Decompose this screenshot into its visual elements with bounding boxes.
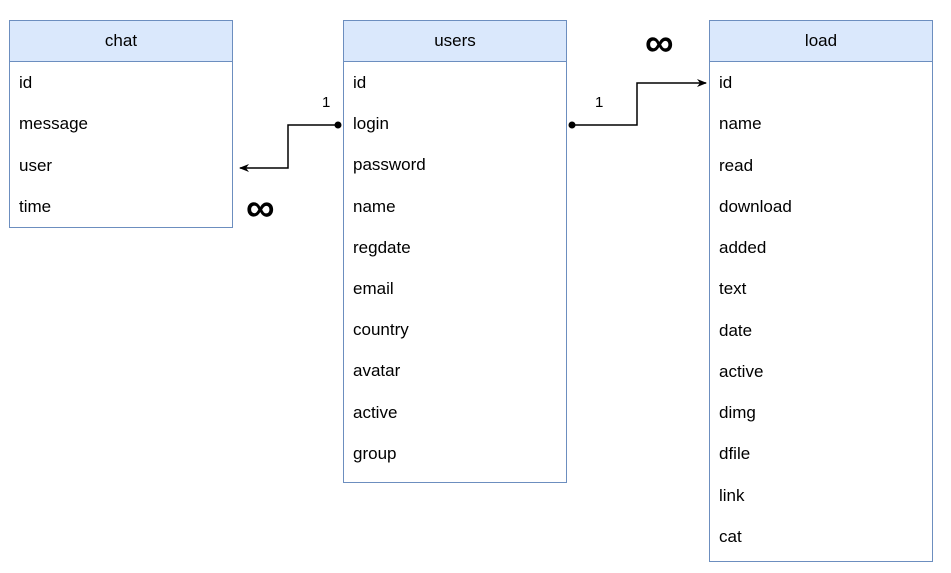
entity-chat[interactable]: chat id message user time: [9, 20, 233, 228]
field-chat-user[interactable]: user: [19, 155, 53, 175]
entity-load[interactable]: load id name read download added text da…: [709, 20, 933, 562]
field-load-link[interactable]: link: [719, 485, 745, 505]
field-load-active[interactable]: active: [719, 361, 764, 381]
field-users-name[interactable]: name: [353, 196, 396, 216]
field-chat-message[interactable]: message: [19, 114, 88, 134]
field-chat-time[interactable]: time: [19, 196, 52, 216]
field-users-group[interactable]: group: [353, 443, 397, 463]
field-users-id[interactable]: id: [353, 73, 367, 92]
users-load-cardinality-one: 1: [595, 94, 604, 111]
entity-users-title: users: [344, 21, 566, 62]
field-load-name[interactable]: name: [719, 114, 762, 134]
connector-users-chat-start-dot: [334, 121, 342, 129]
field-load-cat[interactable]: cat: [719, 526, 742, 546]
entity-chat-title: chat: [10, 21, 232, 62]
users-chat-cardinality-one: 1: [322, 94, 331, 111]
field-load-id[interactable]: id: [719, 73, 733, 92]
field-load-download[interactable]: download: [719, 196, 792, 216]
connector-users-load[interactable]: [572, 79, 707, 126]
field-load-text[interactable]: text: [719, 279, 747, 299]
users-chat-cardinality-many: ∞: [246, 186, 275, 230]
field-load-dimg[interactable]: dimg: [719, 403, 756, 422]
entity-load-title: load: [710, 21, 932, 62]
field-load-dfile[interactable]: dfile: [719, 444, 751, 464]
field-load-date[interactable]: date: [719, 320, 753, 340]
connector-users-load-start-dot: [568, 121, 576, 129]
field-users-active[interactable]: active: [353, 402, 398, 422]
field-chat-id[interactable]: id: [19, 73, 33, 92]
field-users-email[interactable]: email: [353, 278, 394, 298]
entity-users[interactable]: users id login password name regdate ema…: [343, 20, 567, 483]
field-users-avatar[interactable]: avatar: [353, 361, 401, 381]
field-load-read[interactable]: read: [719, 155, 754, 175]
connector-users-chat[interactable]: [239, 124, 338, 172]
field-users-country[interactable]: country: [353, 320, 409, 340]
field-users-login[interactable]: login: [353, 114, 389, 134]
field-users-password[interactable]: password: [353, 155, 426, 175]
field-users-regdate[interactable]: regdate: [353, 237, 411, 257]
field-load-added[interactable]: added: [719, 238, 767, 257]
users-load-cardinality-many: ∞: [645, 21, 674, 65]
